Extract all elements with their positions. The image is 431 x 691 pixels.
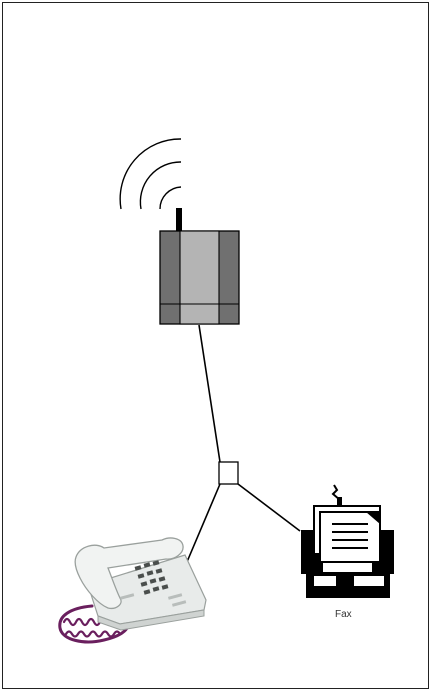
connection-lines [181, 325, 300, 576]
radio-base-station-icon [120, 139, 239, 324]
fax-label: Fax [335, 609, 352, 620]
link-junction-to-fax [238, 484, 300, 531]
desk-telephone-icon [60, 538, 206, 642]
radio-waves-icon [120, 139, 181, 209]
junction-box-icon [219, 462, 238, 484]
antenna [176, 208, 182, 232]
fax-machine-icon: Fax [301, 485, 394, 620]
link-base-to-junction [199, 325, 220, 462]
